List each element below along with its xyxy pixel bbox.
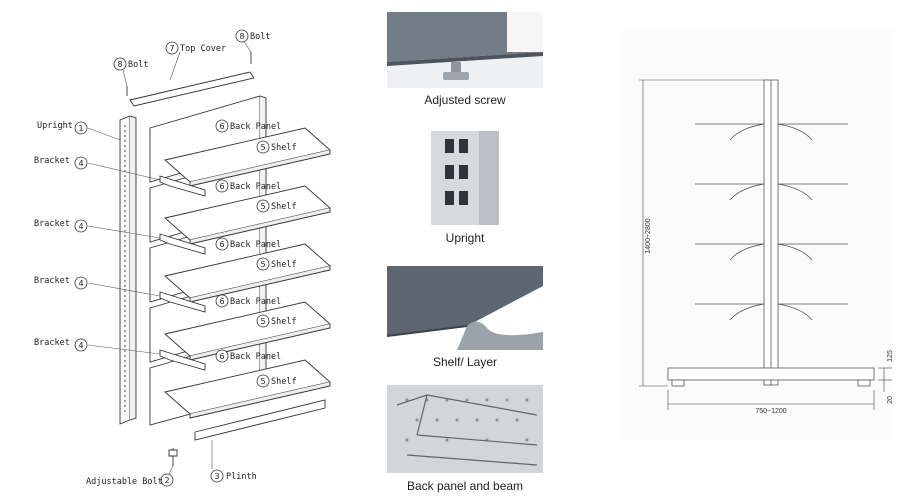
shelf-layer-photo <box>387 266 543 350</box>
leader-lines <box>87 39 252 479</box>
upright-photo <box>431 131 499 225</box>
num-adjustable-bolt: 2 <box>164 476 169 485</box>
num-bolt-left: 8 <box>117 60 122 69</box>
dimension-base <box>878 367 892 392</box>
front-view-drawing <box>622 30 892 440</box>
num-bracket-4: 4 <box>78 341 83 350</box>
label-bracket-3: Bracket <box>34 276 70 286</box>
exploded-view <box>119 52 331 466</box>
num-top-cover: 7 <box>169 44 174 53</box>
num-shelf-5: 5 <box>260 377 265 386</box>
upright-part <box>119 115 137 425</box>
adjusted-screw-photo <box>387 12 543 88</box>
label-back-panel-1: Back Panel <box>230 122 281 132</box>
num-upright: 1 <box>78 124 83 133</box>
num-back-panel-1: 6 <box>219 122 224 131</box>
foot-height-label: 20 <box>887 396 894 404</box>
num-shelf-4: 5 <box>260 317 265 326</box>
adjustable-bolt-part <box>168 448 178 466</box>
num-shelf-2: 5 <box>260 202 265 211</box>
callout-circles <box>74 29 270 487</box>
label-back-panel-3: Back Panel <box>230 240 281 250</box>
arms-level-4 <box>695 303 848 321</box>
label-plinth: Plinth <box>226 472 257 482</box>
label-shelf-5: Shelf <box>271 377 297 387</box>
back-panel-beam-caption: Back panel and beam <box>406 479 524 493</box>
upright-caption: Upright <box>445 231 485 245</box>
label-back-panel-5: Back Panel <box>230 352 281 362</box>
label-shelf-3: Shelf <box>271 260 297 270</box>
num-plinth: 3 <box>214 472 219 481</box>
label-top-cover: Top Cover <box>180 44 226 54</box>
label-shelf-4: Shelf <box>271 317 297 327</box>
label-bracket-2: Bracket <box>34 219 70 229</box>
num-back-panel-5: 6 <box>219 352 224 361</box>
arms-level-2 <box>695 183 848 201</box>
label-shelf-1: Shelf <box>271 143 297 153</box>
num-back-panel-3: 6 <box>219 240 224 249</box>
label-upright: Upright <box>37 121 73 131</box>
label-bolt-left: Bolt <box>128 60 148 70</box>
plinth-part <box>194 399 326 441</box>
width-dimension-label: 750~1200 <box>755 408 786 415</box>
brackets <box>159 175 206 371</box>
base-height-label: 125 <box>887 350 894 362</box>
num-bolt-right: 8 <box>239 32 244 41</box>
callout-numbers: 1 4 4 4 4 7 8 8 2 3 6 6 6 6 6 5 5 5 5 5 <box>78 32 265 485</box>
back-panel-beam-photo <box>387 385 543 473</box>
dimension-height <box>639 79 764 387</box>
label-adjustable-bolt: Adjustable Bolt <box>86 477 163 487</box>
num-back-panel-4: 6 <box>219 297 224 306</box>
adjusted-screw-caption: Adjusted screw <box>424 93 506 107</box>
num-back-panel-2: 6 <box>219 182 224 191</box>
arms-level-1 <box>695 123 848 141</box>
height-dimension-label: 1400~2800 <box>645 218 652 253</box>
label-bracket-1: Bracket <box>34 156 70 166</box>
label-bolt-right: Bolt <box>250 32 270 42</box>
label-shelf-2: Shelf <box>271 202 297 212</box>
label-bracket-4: Bracket <box>34 338 70 348</box>
label-back-panel-2: Back Panel <box>230 182 281 192</box>
num-bracket-3: 4 <box>78 279 83 288</box>
num-bracket-1: 4 <box>78 159 83 168</box>
num-shelf-1: 5 <box>260 143 265 152</box>
num-shelf-3: 5 <box>260 260 265 269</box>
top-cover-part <box>129 71 255 107</box>
num-bracket-2: 4 <box>78 222 83 231</box>
dimension-width <box>667 390 875 410</box>
label-back-panel-4: Back Panel <box>230 297 281 307</box>
bolt-parts <box>126 52 252 96</box>
arms-level-3 <box>695 243 848 261</box>
callout-labels: Upright Bracket Bracket Bracket Bracket … <box>34 32 297 487</box>
shelf-layer-caption: Shelf/ Layer <box>432 355 498 369</box>
